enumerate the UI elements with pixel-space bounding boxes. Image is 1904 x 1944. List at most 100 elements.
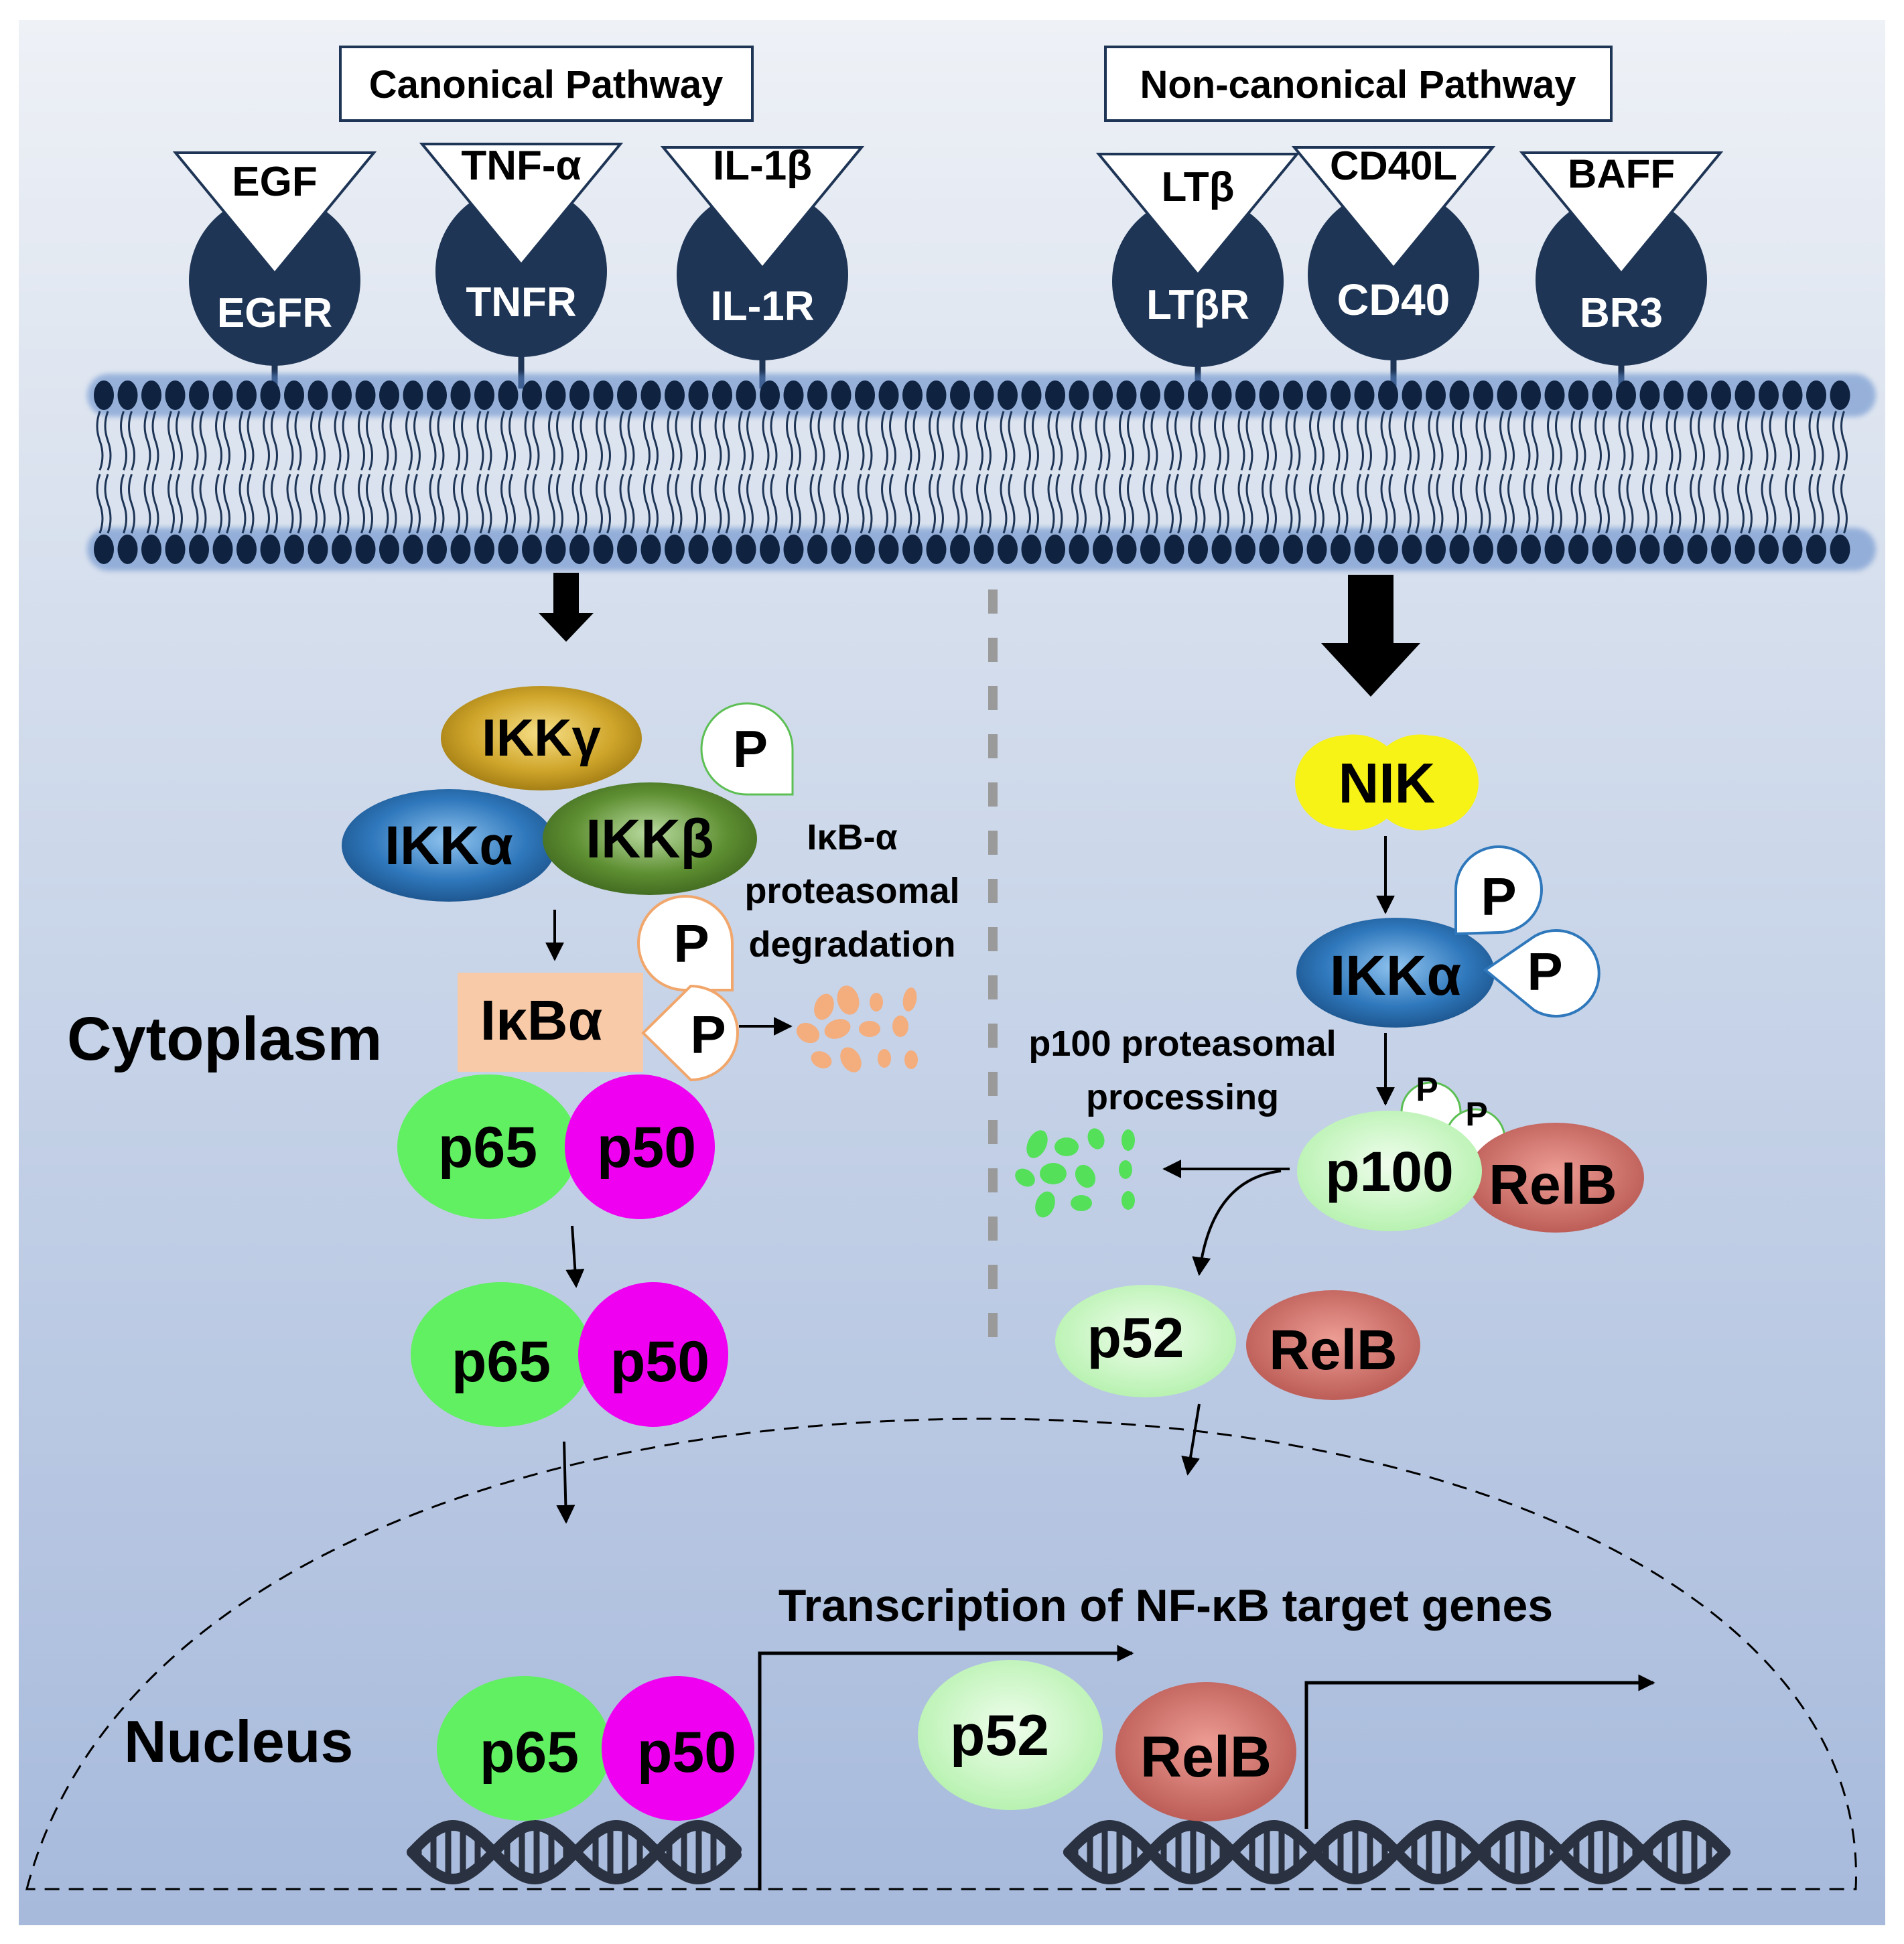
lipid-head (1521, 380, 1541, 410)
lipid-head (736, 380, 756, 410)
lipid-tails (1000, 411, 1016, 534)
ikk-complex: IKKγ IKKα IKKβ (342, 686, 757, 902)
lipid-head (640, 535, 661, 564)
lipid-tails (500, 411, 516, 534)
lipid-head (1616, 535, 1636, 564)
lipid-head (1235, 535, 1255, 564)
lipid-tails (762, 411, 778, 534)
lipid-head (1616, 380, 1636, 410)
lipid-head (1045, 535, 1065, 564)
lipid-head (165, 535, 186, 564)
lipid-tails (1119, 411, 1134, 534)
lipid-head (902, 380, 923, 410)
lipid-head (1759, 380, 1779, 410)
lipid-head (1568, 535, 1588, 564)
lipid-head (498, 535, 519, 564)
lipid-head (1188, 380, 1208, 410)
lipid-head (1711, 535, 1731, 564)
lipid-head (308, 535, 328, 564)
ligand-label: IL-1β (713, 143, 812, 189)
lipid-tails (1642, 411, 1657, 534)
nucleus-label: Nucleus (124, 1708, 353, 1775)
svg-text:p50: p50 (637, 1720, 736, 1785)
svg-text:proteasomal: proteasomal (744, 871, 959, 911)
lipid-head (1378, 380, 1398, 410)
svg-text:p50: p50 (597, 1115, 696, 1180)
lipid-head (1449, 380, 1470, 410)
lipid-head (332, 535, 352, 564)
ligand-il1b: IL-1β (660, 143, 865, 271)
canonical-pathway-title: Canonical Pathway (339, 46, 754, 122)
lipid-head (807, 535, 827, 564)
lipid-tails (643, 411, 659, 534)
canonical-nuclear-import-arrow (556, 1441, 575, 1524)
lipid-tails (548, 411, 563, 534)
svg-text:IκB-α: IκB-α (807, 817, 897, 857)
ikk-alpha-noncanonical: IKKα (1296, 918, 1495, 1028)
ikk-beta-phosphate: P (700, 702, 794, 796)
lipid-head (189, 380, 209, 410)
svg-text:IKKγ: IKKγ (482, 708, 601, 767)
svg-text:IKKα: IKKα (1330, 944, 1461, 1007)
lipid-head (1354, 535, 1375, 564)
lipid-head (640, 380, 661, 410)
lipid-head (260, 535, 281, 564)
lipid-tails (191, 411, 207, 534)
lipid-head (973, 380, 994, 410)
receptor-label: TNFR (466, 279, 576, 326)
p100-degradation-fragments (1015, 1128, 1135, 1218)
lipid-head (1402, 535, 1422, 564)
lipid-tails (976, 411, 992, 534)
lipid-head (569, 380, 590, 410)
lipid-tails (334, 411, 350, 534)
lipid-head (926, 535, 947, 564)
lipid-tails (1262, 411, 1277, 534)
lipid-head (1164, 535, 1184, 564)
lipid-head (712, 380, 732, 410)
lipid-head (284, 535, 304, 564)
lipid-head (1116, 380, 1137, 410)
lipid-head (1759, 535, 1779, 564)
lipid-tails (167, 411, 183, 534)
lipid-head (379, 535, 399, 564)
lipid-tails (1690, 411, 1705, 534)
svg-text:p50: p50 (610, 1330, 709, 1394)
lipid-tails (738, 411, 754, 534)
receptor-ltbr: LTβR (1112, 196, 1284, 389)
lipid-head (1306, 380, 1327, 410)
ligand-label: TNF-α (461, 143, 581, 189)
ligand-label: LTβ (1162, 164, 1235, 210)
svg-text:processing: processing (1086, 1077, 1279, 1117)
lipid-head (665, 380, 685, 410)
lipid-tails (215, 411, 230, 534)
lipid-tails (476, 411, 492, 534)
lipid-head (1021, 380, 1042, 410)
lipid-tails (1142, 411, 1158, 534)
lipid-head (760, 380, 780, 410)
receptor-label: CD40 (1337, 275, 1450, 324)
lipid-tails (1285, 411, 1301, 534)
p100-to-p52-arrow (1192, 1170, 1282, 1276)
noncanonical-pathway-title: Non-canonical Pathway (1104, 46, 1613, 122)
noncanonical-signal-arrow (1321, 575, 1420, 697)
svg-text:IKKα: IKKα (385, 815, 513, 876)
svg-text:P: P (690, 1005, 726, 1064)
ikk-beta (543, 782, 757, 895)
ikk-alpha-canonical (342, 789, 556, 902)
lipid-head (1806, 380, 1826, 410)
lipid-tails (96, 411, 112, 534)
lipid-tails (239, 411, 255, 534)
lipid-head (117, 380, 138, 410)
lipid-head (1354, 380, 1375, 410)
lipid-head (998, 535, 1018, 564)
lipid-head (522, 535, 542, 564)
lipid-tails (1404, 411, 1420, 534)
lipid-tails (453, 411, 468, 534)
dna-helix-noncanonical (1063, 1819, 1730, 1885)
lipid-head (427, 380, 447, 410)
receptor-label: IL-1R (711, 283, 815, 330)
lipid-tails (1737, 411, 1753, 534)
lipid-head (926, 380, 947, 410)
svg-text:NIK: NIK (1339, 752, 1436, 815)
